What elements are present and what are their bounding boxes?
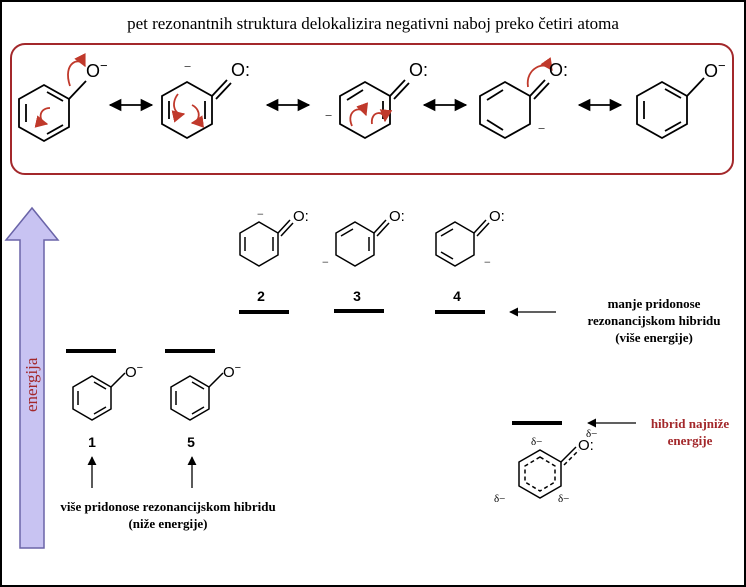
top-O-4: O: (549, 60, 569, 80)
label-structure-5: 5 (187, 434, 195, 450)
struct3-O: O: (389, 208, 405, 225)
hybrid-structure (518, 446, 580, 499)
struct4-charge: − (484, 255, 491, 269)
hybrid-delta-para: δ− (494, 493, 506, 505)
top-structure-1 (18, 53, 87, 143)
top-O-5: O− (704, 58, 726, 81)
top-charge-4: − (538, 121, 546, 136)
energy-axis-label: energija (22, 357, 41, 412)
energy-levels (66, 309, 562, 425)
structure-5 (170, 372, 224, 421)
resonance-frame (10, 43, 734, 175)
energy-axis-arrow (4, 206, 60, 549)
structure-4 (435, 219, 490, 267)
top-charge-3: − (325, 108, 333, 123)
pointer-arrows (87, 307, 636, 488)
structure-1 (72, 372, 126, 421)
top-O-1: O− (86, 58, 108, 81)
hybrid-delta-ortho-top: δ− (531, 436, 543, 448)
struct5-O: O− (223, 362, 242, 381)
hybrid-O: O: (578, 437, 594, 454)
top-structure-5 (636, 77, 705, 140)
struct3-charge: − (322, 255, 329, 269)
top-O-3: O: (409, 60, 429, 80)
struct2-charge: − (257, 207, 264, 221)
label-structure-3: 3 (353, 288, 361, 304)
note-hybrid: hibrid najniže energije (650, 416, 730, 448)
struct1-O: O− (125, 362, 144, 381)
hybrid-delta-O: δ− (586, 428, 598, 440)
top-structure-3 (339, 79, 410, 140)
structure-3 (335, 219, 390, 267)
top-O-2: O: (231, 60, 251, 80)
label-structure-2: 2 (257, 288, 265, 304)
label-structure-4: 4 (453, 288, 461, 304)
struct4-O: O: (489, 208, 505, 225)
hybrid-delta-ortho-bottom: δ− (558, 493, 570, 505)
diagram-title: pet rezonantnih struktura delokalizira n… (127, 14, 619, 33)
struct2-O: O: (293, 208, 309, 225)
top-structure-4 (479, 57, 553, 140)
top-structure-2 (161, 79, 232, 140)
structure-2 (239, 219, 294, 267)
note-higher-energy: manje pridonose rezonancijskom hibridu (… (587, 296, 721, 345)
top-charge-2: − (184, 59, 192, 74)
label-structure-1: 1 (88, 434, 96, 450)
note-lower-energy: više pridonose rezonancijskom hibridu (n… (60, 499, 276, 531)
